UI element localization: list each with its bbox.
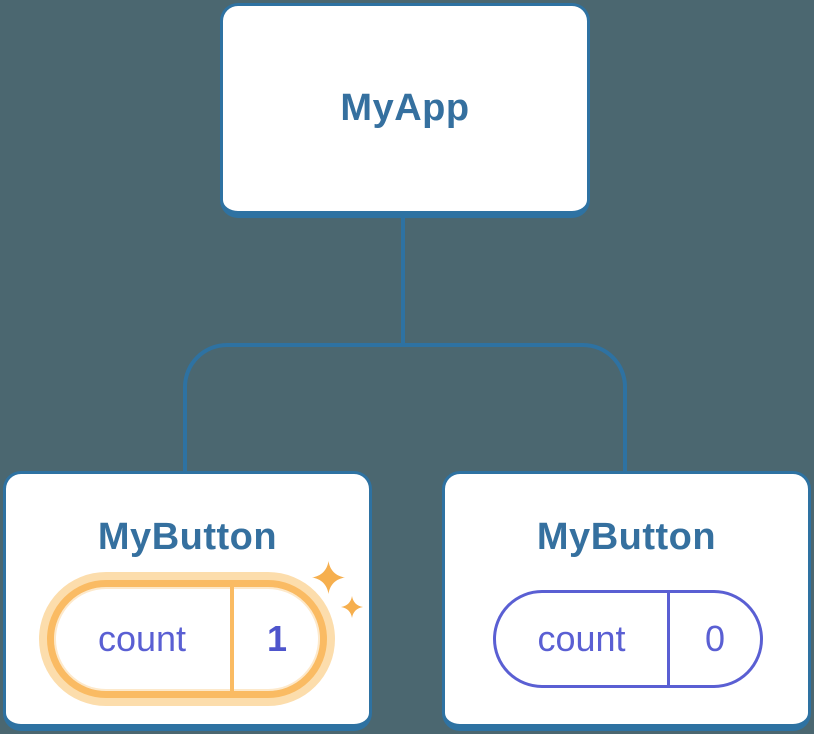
sparkle-icon-large (312, 561, 345, 594)
pill-divider (230, 587, 234, 691)
state-key-label: count (97, 618, 187, 659)
root-node-myapp: MyApp (220, 3, 590, 218)
root-node-label: MyApp (340, 87, 470, 129)
state-pill-highlighted: count 1 (47, 580, 327, 698)
state-pill-plain: count 0 (493, 590, 763, 688)
child-node-mybutton-left: MyButton count 1 (3, 471, 372, 731)
connector-root-stem (401, 216, 405, 344)
connector-branch (183, 343, 627, 471)
child-node-label: MyButton (536, 516, 717, 558)
state-value: 1 (266, 618, 288, 659)
state-value: 0 (704, 618, 726, 659)
sparkle-icon-small (341, 596, 363, 618)
pill-divider (667, 593, 670, 685)
child-node-label: MyButton (97, 516, 278, 558)
state-key-label: count (537, 618, 626, 659)
child-node-mybutton-right: MyButton count 0 (442, 471, 811, 731)
